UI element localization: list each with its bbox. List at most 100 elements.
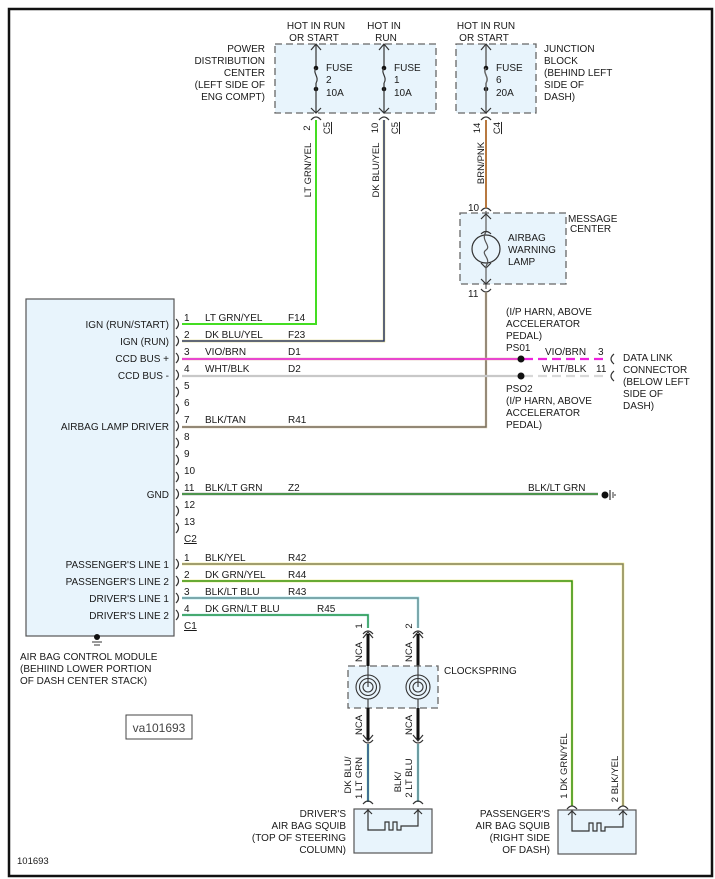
pin-connector-icon xyxy=(175,403,180,415)
passenger-air-bag-squib xyxy=(557,809,637,855)
power-source-1-line2: OR START xyxy=(289,33,339,44)
pin-connector-icon xyxy=(175,454,180,466)
dlc-pin-3: 3 xyxy=(598,347,604,358)
c2-pin-row: 10 xyxy=(175,466,196,483)
pin-connector-icon xyxy=(175,420,180,432)
pin-number: 11 xyxy=(184,483,195,494)
clockspring-coil-1-icon xyxy=(355,666,381,708)
pin-number: 9 xyxy=(184,449,190,460)
pin-circuit: R41 xyxy=(288,415,307,426)
pin-circuit: R44 xyxy=(288,570,307,581)
dlc-name-3: (BELOW LEFT xyxy=(623,377,690,388)
acm-name-1: AIR BAG CONTROL MODULE xyxy=(20,652,158,663)
driver-squib-wire2-color-b: 2 LT BLU xyxy=(404,758,415,797)
dlc-name-1: DATA LINK xyxy=(623,353,673,364)
dlc-name-2: CONNECTOR xyxy=(623,365,687,376)
nca-label-1-bot: NCA xyxy=(354,714,365,735)
pin-number: 2 xyxy=(184,330,190,341)
squib-element-icon xyxy=(567,810,628,832)
driver-squib-name-2: AIR BAG SQUIB xyxy=(272,821,347,832)
ps02-loc-1: (I/P HARN, ABOVE xyxy=(506,396,592,407)
pin-wire-color: BLK/YEL xyxy=(205,553,246,564)
ps01-name: PS01 xyxy=(506,343,531,354)
passenger-squib-name-2: AIR BAG SQUIB xyxy=(476,821,551,832)
jb-pin-14: 14 xyxy=(472,123,483,134)
label-lamp-feed-vertical: BRN/PNK xyxy=(476,141,487,184)
pin-connector-icon xyxy=(175,318,180,330)
power-source-1-line1: HOT IN RUN xyxy=(287,21,345,32)
acm-c2-label: C2 xyxy=(184,534,197,545)
pin-function: DRIVER'S LINE 2 xyxy=(89,611,169,622)
pdc-conn-c5-b: C5 xyxy=(390,122,401,134)
airbag-warning-lamp-icon xyxy=(471,211,501,289)
pin-connector-icon xyxy=(175,609,180,621)
c2-pin-row: 13 xyxy=(175,517,196,534)
ground-wire-color: BLK/LT GRN xyxy=(528,483,585,494)
air-bag-control-module: AIR BAG CONTROL MODULE (BEHIIND LOWER PO… xyxy=(20,298,175,687)
pdc-name-3: CENTER xyxy=(224,68,265,79)
driver-squib-name-4: COLUMN) xyxy=(299,845,346,856)
pdc-pin-2: 2 xyxy=(302,125,313,130)
pin-wire-color: WHT/BLK xyxy=(205,364,250,375)
dlc-name-5: DASH) xyxy=(623,401,654,412)
pin-wire-color: VIO/BRN xyxy=(205,347,246,358)
driver-squib-wire1-color-b: 1 LT GRN xyxy=(354,757,365,799)
pin-wire-color: DK BLU/YEL xyxy=(205,330,263,341)
acm-ground-icon xyxy=(92,634,102,646)
pin-number: 12 xyxy=(184,500,196,511)
fuse-2-number: 2 xyxy=(326,75,332,86)
ps01-wire-color: VIO/BRN xyxy=(545,347,586,358)
fuse-6 xyxy=(480,43,492,114)
figure-id: 101693 xyxy=(17,856,49,867)
pdc-name-2: DISTRIBUTION xyxy=(194,56,265,67)
squib-element-icon xyxy=(363,809,423,831)
pdc-name-4: (LEFT SIDE OF xyxy=(195,80,265,91)
nca-label-1-top: NCA xyxy=(354,641,365,662)
driver-air-bag-squib xyxy=(353,808,433,854)
passenger-squib-wire1-color: 1 DK GRN/YEL xyxy=(559,733,570,798)
jb-name-3: (BEHIND LEFT xyxy=(544,68,612,79)
c2-pin-row: 8 xyxy=(175,432,190,449)
pin-connector-icon xyxy=(175,369,180,381)
fuse-1-rating: 10A xyxy=(394,88,412,99)
pin-function: CCD BUS - xyxy=(118,371,169,382)
pin-connector-icon xyxy=(175,386,180,398)
ps02-loc-2: ACCELERATOR xyxy=(506,408,580,419)
clockspring-label: CLOCKSPRING xyxy=(444,666,517,677)
mc-name-2: CENTER xyxy=(570,224,611,235)
ps01-loc-1: (I/P HARN, ABOVE xyxy=(506,307,592,318)
acm-name-3: OF DASH CENTER STACK) xyxy=(20,676,147,687)
pin-circuit: R42 xyxy=(288,553,307,564)
pdc-name-5: ENG COMPT) xyxy=(201,92,265,103)
pin-connector-icon xyxy=(175,335,180,347)
pin-connector-icon xyxy=(175,505,180,517)
fuse-6-rating: 20A xyxy=(496,88,514,99)
message-center: MESSAGE CENTER 10 11 AIRBAG WARNING LAMP xyxy=(459,203,618,300)
pin-number: 3 xyxy=(184,347,190,358)
jb-pin-14-connector xyxy=(480,116,492,121)
dlc-pin-11: 11 xyxy=(596,364,607,375)
driver-squib-wire2-color-a: BLK/ xyxy=(393,771,404,792)
driver-squib-wire1-color-a: DK BLU/ xyxy=(343,756,354,793)
pin-function: GND xyxy=(147,490,169,501)
fuse-2-rating: 10A xyxy=(326,88,344,99)
lamp-label-2: WARNING xyxy=(508,245,556,256)
pin-circuit: R45 xyxy=(317,604,336,615)
driver-squib-name-3: (TOP OF STEERING xyxy=(252,833,346,844)
pin-wire-color: BLK/TAN xyxy=(205,415,246,426)
pin-connector-icon xyxy=(175,522,180,534)
fuse-6-label: FUSE xyxy=(496,63,523,74)
pin-wire-color: BLK/LT GRN xyxy=(205,483,262,494)
pdc-conn-c5-a: C5 xyxy=(322,122,333,134)
ps02-loc-3: PEDAL) xyxy=(506,420,542,431)
passenger-squib-name-4: OF DASH) xyxy=(502,845,550,856)
mc-pin-10: 10 xyxy=(468,203,480,214)
c2-pin-row: 9 xyxy=(175,449,190,466)
junction-block: FUSE 6 20A JUNCTION BLOCK (BEHIND LEFT S… xyxy=(455,43,612,114)
pin-number: 10 xyxy=(184,466,196,477)
